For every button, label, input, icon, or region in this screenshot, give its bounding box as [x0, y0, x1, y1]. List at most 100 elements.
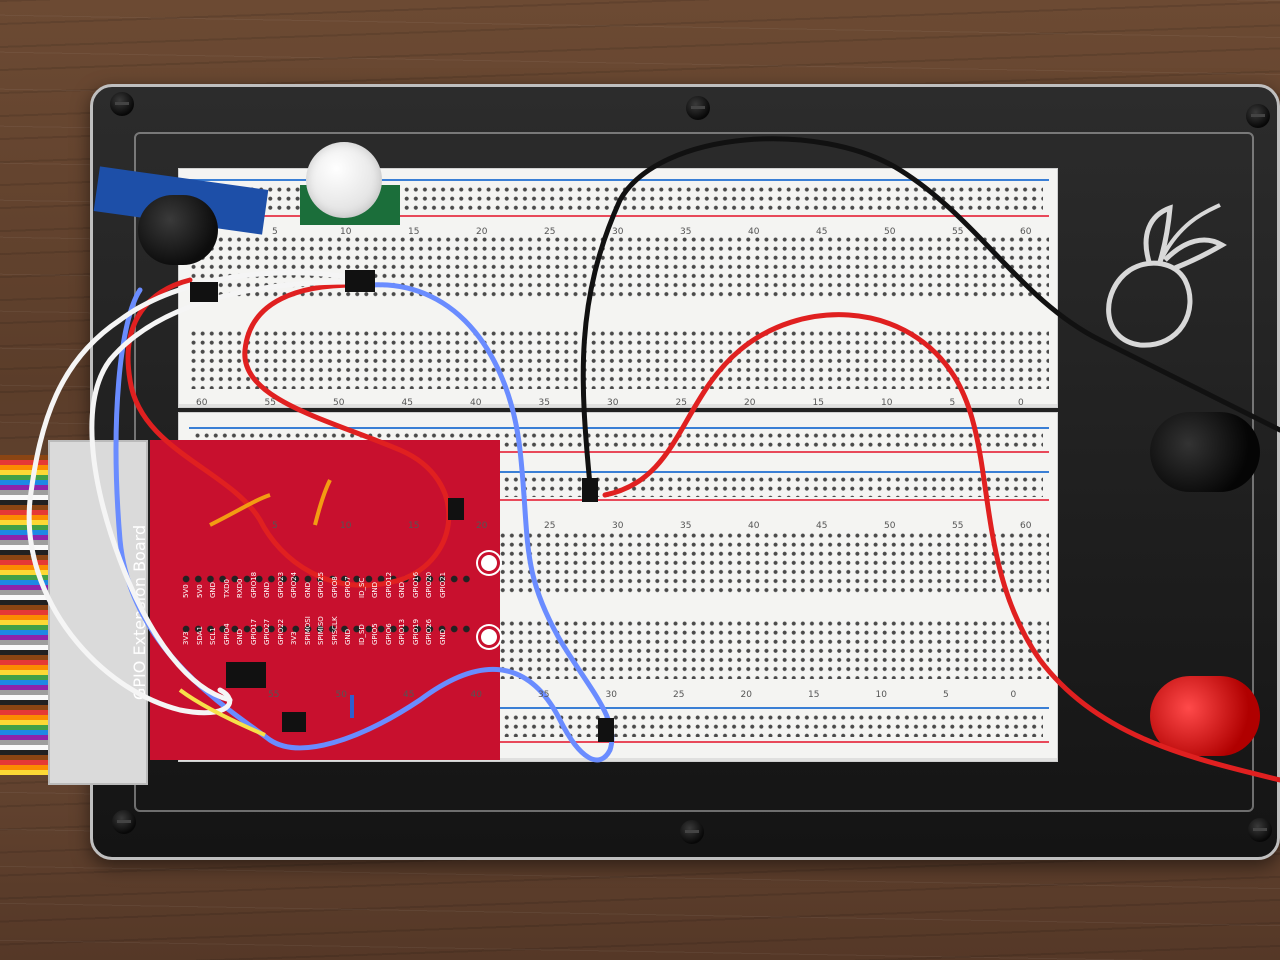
gpio-pin-label: GND — [398, 581, 406, 598]
column-number: 35 — [538, 398, 550, 408]
gpio-pin-label: ID_SD — [357, 624, 366, 645]
column-number: 5 — [949, 398, 956, 408]
gpio-pin-label: GPIO27 — [263, 618, 271, 645]
gpio-pin-label: TXD0 — [222, 579, 231, 598]
column-number: 15 — [812, 398, 824, 408]
bottom-rail-blue — [189, 707, 1049, 709]
column-number: 0 — [1010, 690, 1017, 700]
ribbon-connector — [48, 440, 148, 785]
mid-rail-red — [189, 451, 1049, 453]
column-number: 55 — [264, 398, 276, 408]
column-number: 5 — [943, 690, 949, 700]
wire-connector-head — [598, 718, 614, 742]
wire-connector-head — [190, 282, 218, 302]
gpio-pin-label: GPIO26 — [425, 618, 433, 645]
red-banana-jack — [1150, 676, 1260, 756]
gpio-pin-label: GPIO25 — [317, 571, 325, 598]
column-number: 10 — [340, 227, 352, 237]
screw-icon — [1246, 104, 1270, 128]
column-number: 40 — [748, 521, 760, 531]
gpio-pin-label: GPIO19 — [411, 618, 420, 645]
screw-icon — [110, 92, 134, 116]
wire-connector-head — [282, 712, 306, 732]
gpio-pin-header — [180, 554, 475, 654]
column-number: 55 — [268, 690, 280, 700]
top-rail-red — [189, 215, 1049, 217]
column-number: 50 — [884, 521, 896, 531]
gpio-pin-label: SPIMISO — [317, 616, 325, 645]
gpio-pin-label: GPIO23 — [276, 571, 285, 598]
mid-rail-blue-2 — [189, 471, 1049, 473]
column-number: 25 — [544, 227, 556, 237]
gpio-pin-label: GND — [236, 628, 244, 645]
column-number: 35 — [538, 690, 550, 700]
gpio-pin-label: GPIO21 — [438, 571, 447, 598]
gpio-pin-label: SCL1 — [209, 627, 217, 645]
column-number: 25 — [544, 521, 556, 531]
gpio-pin-label: GPIO12 — [384, 571, 393, 598]
yellow-wire — [178, 688, 266, 737]
column-number: 45 — [816, 227, 828, 237]
gpio-pin-label: GPIO7 — [344, 576, 352, 598]
bottom-rail-red — [189, 741, 1049, 743]
gpio-pin-label: GND — [209, 581, 217, 598]
orange-jumper-2 — [313, 479, 332, 526]
column-number: 25 — [675, 398, 687, 408]
column-number: 15 — [408, 521, 420, 531]
black-banana-jack — [1150, 412, 1260, 492]
column-number: 25 — [673, 690, 685, 700]
column-number: 40 — [470, 690, 482, 700]
column-number: 15 — [408, 227, 420, 237]
gpio-pin-label: GND — [303, 581, 312, 598]
wire-connector-head — [582, 478, 598, 502]
column-number: 5 — [272, 521, 278, 531]
gpio-pin-label: 5V0 — [195, 584, 204, 598]
column-number: 40 — [748, 227, 760, 237]
screw-icon — [112, 810, 136, 834]
mid-rail-red-2 — [189, 499, 1049, 501]
gpio-pin-label: 3V3 — [290, 631, 298, 645]
gpio-pin-label: GND — [344, 628, 352, 645]
column-number: 20 — [744, 398, 756, 408]
gpio-pin-label: GPIO8 — [330, 576, 339, 598]
gpio-pin-label: GPIO22 — [276, 618, 285, 645]
column-number: 60 — [196, 398, 208, 408]
gpio-pin-label: SDA1 — [195, 626, 204, 645]
column-number: 45 — [401, 398, 413, 408]
pcb-mount-hole — [478, 552, 500, 574]
column-number: 20 — [476, 227, 488, 237]
column-number: 15 — [808, 690, 820, 700]
gpio-pin-label: SPISCLK — [330, 616, 339, 645]
wire-connector-head — [345, 270, 375, 292]
gpio-pin-label: GPIO16 — [411, 571, 420, 598]
gpio-pin-label: 5V0 — [182, 584, 190, 598]
black-wire — [580, 136, 1280, 488]
screw-icon — [680, 820, 704, 844]
column-number: 45 — [816, 521, 828, 531]
column-number: 5 — [272, 227, 278, 237]
column-number: 0 — [1018, 398, 1024, 408]
gpio-pin-label: GPIO5 — [371, 623, 379, 645]
gpio-pin-label: GND — [263, 581, 271, 598]
pir-sensor-dome — [306, 142, 382, 218]
column-number: 30 — [607, 398, 619, 408]
column-number: 50 — [884, 227, 896, 237]
column-number: 20 — [476, 521, 488, 531]
gpio-pin-label: RXD0 — [236, 578, 244, 598]
gpio-pin-label: GPIO17 — [249, 618, 258, 645]
column-number: 35 — [680, 227, 692, 237]
gpio-pin-label: SPIMOSI — [303, 616, 312, 645]
column-number: 60 — [1020, 521, 1032, 531]
gpio-pin-label: ID_SC — [357, 577, 366, 598]
top-rail-blue — [189, 179, 1049, 181]
red-wire-left — [125, 277, 452, 588]
top-terminal-holes-lower — [189, 329, 1049, 389]
red-wire-right — [602, 312, 1280, 783]
screw-icon — [1248, 818, 1272, 842]
wire-connector-head — [448, 498, 464, 520]
column-number: 55 — [952, 521, 964, 531]
column-number: 35 — [680, 521, 692, 531]
column-number: 50 — [335, 690, 347, 700]
column-number: 10 — [875, 690, 887, 700]
